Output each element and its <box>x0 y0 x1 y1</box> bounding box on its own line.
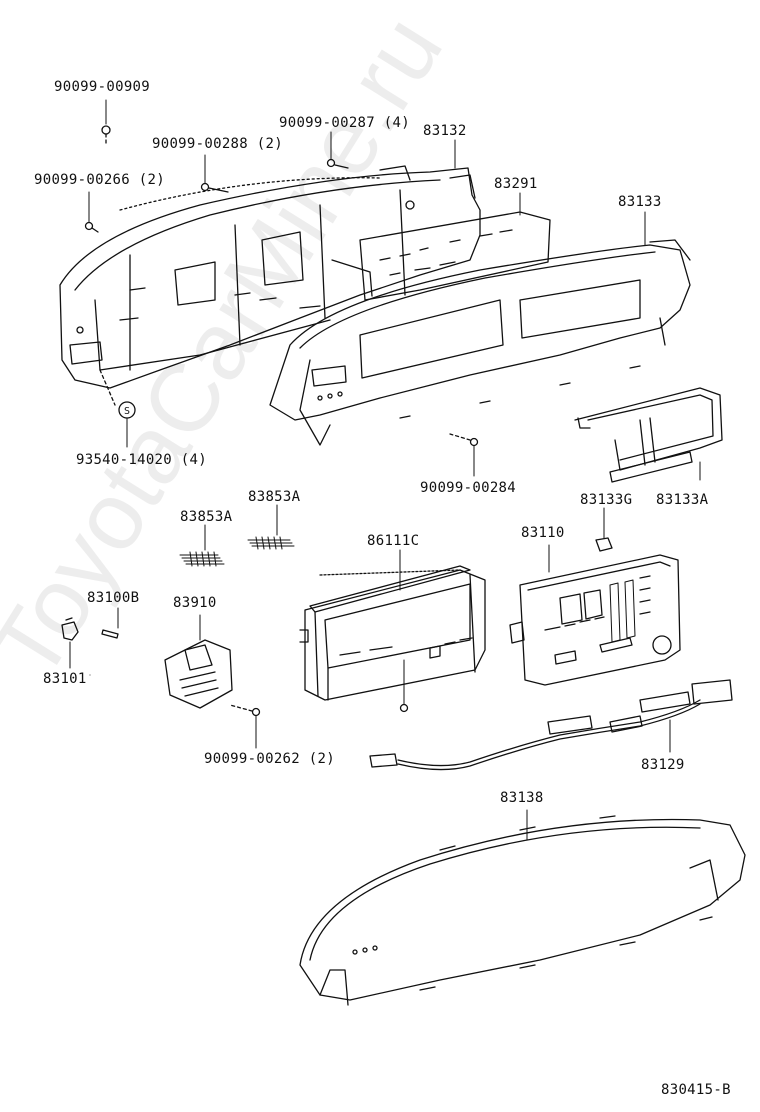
frame-83133A <box>574 387 723 483</box>
screw-90099-00266 <box>84 191 99 233</box>
label-83138: 83138 <box>500 790 544 806</box>
cluster-glass-83133 <box>269 239 691 446</box>
label-90099-00266: 90099-00266 (2) <box>34 172 165 188</box>
screw-90099-00287 <box>326 131 349 169</box>
s-mark: S <box>124 406 130 417</box>
label-83129: 83129 <box>641 757 685 773</box>
label-90099-00288: 90099-00288 (2) <box>152 136 283 152</box>
bulb-83101 <box>61 617 79 669</box>
label-83910: 83910 <box>173 595 217 611</box>
label-83132: 83132 <box>423 123 467 139</box>
label-83133G: 83133G <box>580 492 633 508</box>
label-83110: 83110 <box>521 525 565 541</box>
indicator-sheet-83853A-right <box>247 504 295 550</box>
label-90099-00909: 90099-00909 <box>54 79 151 95</box>
screw-90099-00909 <box>101 99 111 146</box>
clip-83133G <box>595 507 613 552</box>
label-83133A: 83133A <box>656 492 709 508</box>
label-83133: 83133 <box>618 194 662 210</box>
diagram-code: 830415-B <box>661 1082 731 1098</box>
label-93540-14020: 93540-14020 (4) <box>76 452 207 468</box>
label-90099-00287: 90099-00287 (4) <box>279 115 410 131</box>
label-83853A-right: 83853A <box>248 489 301 505</box>
screw-90099-00288 <box>200 154 229 193</box>
lens-83138 <box>299 809 746 1006</box>
label-83100B: 83100B <box>87 590 140 606</box>
label-90099-00262: 90099-00262 (2) <box>204 751 335 767</box>
indicator-sheet-83853A-left <box>179 524 225 567</box>
label-83291: 83291 <box>494 176 538 192</box>
label-83101: 83101 <box>43 671 87 687</box>
cluster-housing-83132 <box>59 165 481 389</box>
screw-90099-00284 <box>449 433 479 477</box>
clip-93540-14020: S <box>99 369 136 448</box>
label-86111C: 86111C <box>367 533 420 549</box>
digital-meter-83110 <box>509 544 681 686</box>
screw-90099-00262 <box>229 704 261 749</box>
label-83853A-left: 83853A <box>180 509 233 525</box>
label-90099-00284: 90099-00284 <box>420 480 517 496</box>
display-module-86111C <box>299 549 486 713</box>
wire-harness-83129 <box>369 679 733 771</box>
bulb-83100B <box>101 607 119 639</box>
circuit-plate-83291 <box>359 211 551 301</box>
connector-83910 <box>164 614 233 709</box>
